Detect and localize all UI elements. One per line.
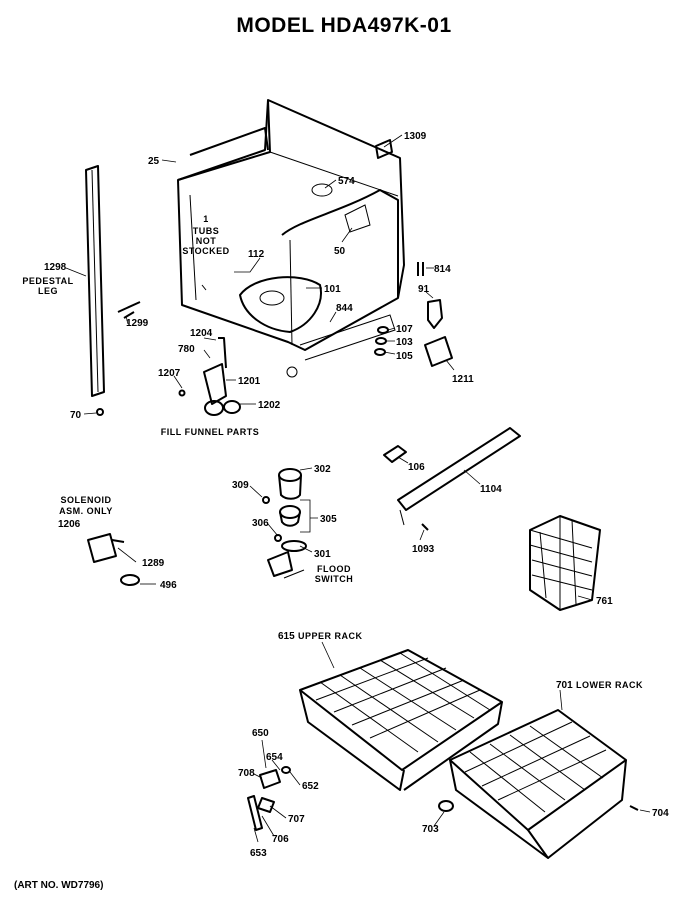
motor-302 (278, 468, 302, 500)
caption-tubs-1: 1 (203, 214, 209, 224)
label-309: 309 (232, 480, 249, 491)
caption-upper-rack: UPPER RACK (298, 631, 363, 641)
label-1298: 1298 (44, 262, 67, 273)
caption-pedestal: PEDESTAL (22, 276, 73, 286)
upper-rack-615 (299, 649, 503, 791)
caption-flood: FLOOD (317, 564, 351, 574)
label-103: 103 (396, 337, 413, 348)
caption-switch: SWITCH (315, 574, 354, 584)
label-1211: 1211 (452, 374, 474, 385)
basket-761 (529, 515, 601, 611)
label-302: 302 (314, 464, 331, 475)
label-105: 105 (396, 351, 413, 362)
label-112: 112 (248, 249, 265, 260)
screws-1299 (117, 301, 141, 319)
label-708: 708 (238, 768, 255, 779)
label-707: 707 (288, 814, 305, 825)
label-301: 301 (314, 549, 331, 560)
caption-tubs-2: TUBS (193, 226, 220, 236)
label-101: 101 (324, 284, 341, 295)
page-title: MODEL HDA497K-01 (236, 14, 452, 37)
caption-solenoid: SOLENOID (60, 495, 111, 505)
clip-814 (417, 262, 424, 276)
rack-adjuster-parts (247, 766, 639, 831)
label-1289: 1289 (142, 558, 165, 569)
label-1299: 1299 (126, 318, 149, 329)
label-1201: 1201 (238, 376, 261, 387)
label-1093: 1093 (412, 544, 435, 555)
caption-tubs-3: NOT (196, 236, 217, 246)
bracket-1211 (424, 336, 453, 367)
label-701: 701 (556, 680, 573, 691)
fill-funnel (178, 337, 241, 416)
label-306: 306 (252, 518, 269, 529)
label-25: 25 (148, 156, 160, 167)
label-1207: 1207 (158, 368, 181, 379)
label-574: 574 (338, 176, 355, 187)
label-761: 761 (596, 596, 613, 607)
label-1104: 1104 (480, 484, 502, 495)
art-number: (ART NO. WD7796) (14, 880, 104, 891)
caption-lower-rack: LOWER RACK (576, 680, 643, 690)
part-301-306-309 (262, 496, 307, 579)
part-labels: 25 1309 574 50 112 814 91 101 844 107 10… (44, 131, 669, 859)
label-653: 653 (250, 848, 267, 859)
label-106: 106 (408, 462, 425, 473)
tub-assembly (177, 99, 405, 378)
label-780: 780 (178, 344, 195, 355)
label-1206: 1206 (58, 519, 81, 530)
label-1309: 1309 (404, 131, 427, 142)
lower-rack-701 (449, 709, 627, 859)
label-305: 305 (320, 514, 337, 525)
label-650: 650 (252, 728, 269, 739)
caption-leg: LEG (38, 286, 58, 296)
label-654: 654 (266, 752, 283, 763)
leader-lines (65, 134, 651, 843)
label-107: 107 (396, 324, 413, 335)
label-615: 615 (278, 631, 295, 642)
label-844: 844 (336, 303, 353, 314)
captions: 1 TUBS NOT STOCKED PEDESTAL LEG FILL FUN… (22, 214, 643, 690)
pedestal-leg (85, 165, 105, 416)
label-91: 91 (418, 284, 430, 295)
bracket-91 (427, 299, 443, 329)
label-496: 496 (160, 580, 177, 591)
label-814: 814 (434, 264, 451, 275)
label-70: 70 (70, 410, 82, 421)
label-1204: 1204 (190, 328, 213, 339)
label-706: 706 (272, 834, 289, 845)
rail-1104 (383, 427, 521, 531)
caption-tubs-4: STOCKED (182, 246, 229, 256)
caption-fill-funnel: FILL FUNNEL PARTS (161, 427, 260, 437)
label-703: 703 (422, 824, 439, 835)
float-305 (279, 505, 301, 527)
label-704: 704 (652, 808, 669, 819)
bracket-1309 (375, 139, 393, 159)
label-1202: 1202 (258, 400, 281, 411)
caption-asm-only: ASM. ONLY (59, 506, 113, 516)
label-652: 652 (302, 781, 319, 792)
label-50: 50 (334, 246, 346, 257)
solenoid-1206 (87, 533, 140, 586)
